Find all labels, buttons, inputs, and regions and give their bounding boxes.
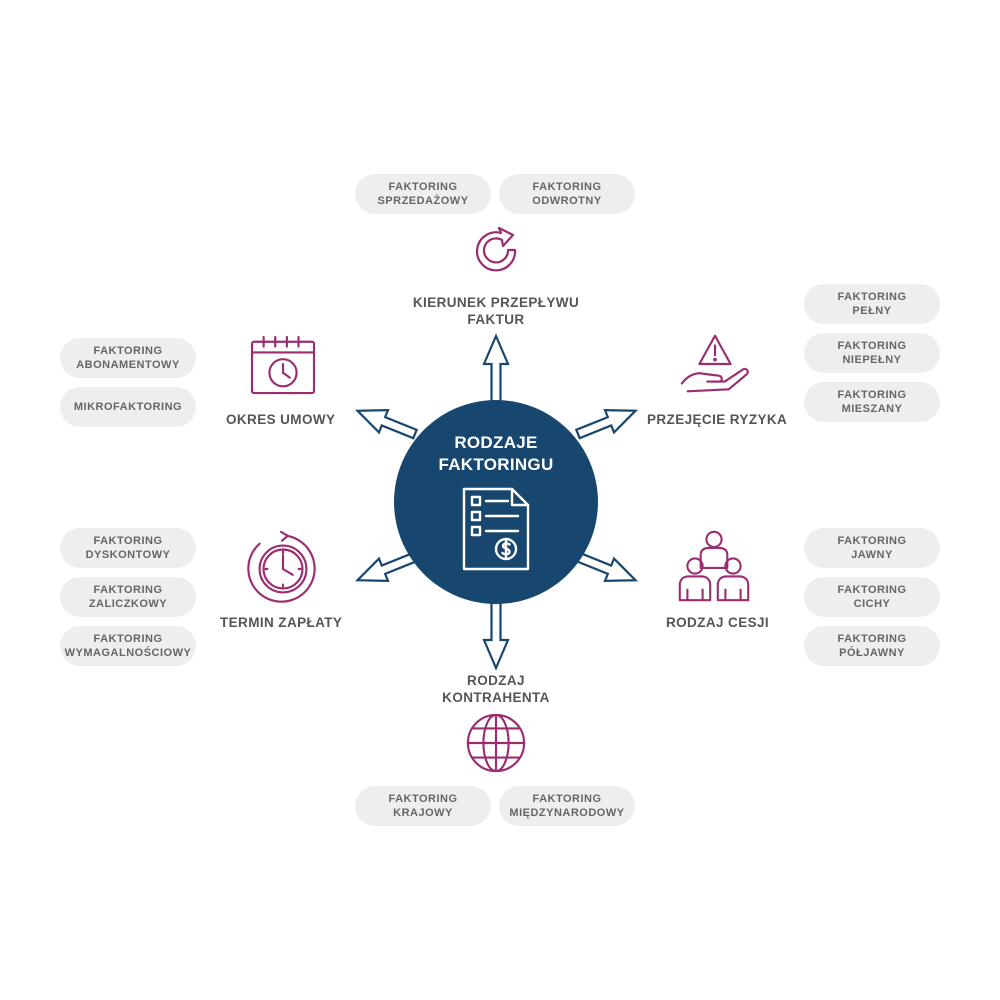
option-line2: NIEPEŁNY [842,354,902,366]
center-title: RODZAJE FAKTORINGU [394,432,598,476]
option-line1: FAKTORING [837,535,907,547]
arrow-down [482,600,510,671]
option-line1: FAKTORING [837,291,907,303]
option-line1: FAKTORING [532,793,602,805]
option-faktoring-odwrotny[interactable]: FAKTORING ODWROTNY [499,174,635,214]
label-line1: TERMIN ZAPŁATY [220,615,343,630]
option-faktoring-zaliczkowy[interactable]: FAKTORING ZALICZKOWY [60,577,196,617]
people-group-icon [678,530,750,602]
center-title-line1: RODZAJE [454,433,538,452]
option-line2: WYMAGALNOŚCIOWY [64,647,192,659]
option-line2: CICHY [853,598,891,610]
label-line1: RODZAJ [467,673,525,688]
arrow-up [482,333,510,404]
option-line2: KRAJOWY [393,807,453,819]
option-line1: FAKTORING [532,181,602,193]
option-faktoring-poljawny[interactable]: FAKTORING PÓŁJAWNY [804,626,940,666]
category-label-kierunek: KIERUNEK PRZEPŁYWU FAKTUR [396,294,596,328]
option-faktoring-pelny[interactable]: FAKTORING PEŁNY [804,284,940,324]
label-line2: FAKTUR [467,312,525,327]
category-label-ryzyko: PRZEJĘCIE RYZYKA [647,411,787,428]
option-line1: FAKTORING [93,584,163,596]
option-line2: MIĘDZYNARODOWY [509,807,625,819]
label-line2: KONTRAHENTA [442,690,550,705]
category-label-okres: OKRES UMOWY [226,411,335,428]
option-faktoring-abonamentowy[interactable]: FAKTORING ABONAMENTOWY [60,338,196,378]
option-line2: JAWNY [851,549,893,561]
option-line2: SPRZEDAŻOWY [377,195,469,207]
option-line2: PEŁNY [852,305,892,317]
option-line1: FAKTORING [837,584,907,596]
clock-arrow-icon [247,530,316,603]
option-line1: FAKTORING [837,633,907,645]
option-line1: FAKTORING [388,181,458,193]
option-line1: FAKTORING [837,340,907,352]
calendar-clock-icon [250,335,316,395]
center-title-line2: FAKTORINGU [438,455,554,474]
label-line1: OKRES UMOWY [226,412,336,427]
option-line2: MIESZANY [841,403,903,415]
category-label-cesja: RODZAJ CESJI [666,614,769,631]
option-line1: FAKTORING [93,633,163,645]
option-faktoring-wymagalnosciowy[interactable]: FAKTORING WYMAGALNOŚCIOWY [60,626,196,666]
option-faktoring-mieszany[interactable]: FAKTORING MIESZANY [804,382,940,422]
label-line1: PRZEJĘCIE RYZYKA [647,412,788,427]
label-line1: KIERUNEK PRZEPŁYWU [412,295,580,310]
document-list-dollar-icon [462,487,530,571]
category-label-termin: TERMIN ZAPŁATY [220,614,342,631]
option-faktoring-dyskontowy[interactable]: FAKTORING DYSKONTOWY [60,528,196,568]
option-faktoring-jawny[interactable]: FAKTORING JAWNY [804,528,940,568]
option-line1: MIKROFAKTORING [73,401,183,413]
label-line1: RODZAJ CESJI [666,615,770,630]
option-faktoring-krajowy[interactable]: FAKTORING KRAJOWY [355,786,491,826]
option-line2: ABONAMENTOWY [76,359,180,371]
option-faktoring-niepelny[interactable]: FAKTORING NIEPEŁNY [804,333,940,373]
option-line1: FAKTORING [837,389,907,401]
category-label-kontrahent: RODZAJ KONTRAHENTA [396,672,596,706]
option-line1: FAKTORING [388,793,458,805]
option-faktoring-miedzynarodowy[interactable]: FAKTORING MIĘDZYNARODOWY [499,786,635,826]
option-line2: PÓŁJAWNY [839,647,905,659]
option-mikrofaktoring[interactable]: MIKROFAKTORING [60,387,196,427]
option-line1: FAKTORING [93,535,163,547]
option-line2: ZALICZKOWY [88,598,168,610]
option-line2: ODWROTNY [532,195,602,207]
option-line2: DYSKONTOWY [85,549,171,561]
option-line1: FAKTORING [93,345,163,357]
globe-icon [466,713,526,773]
option-faktoring-cichy[interactable]: FAKTORING CICHY [804,577,940,617]
circular-arrow-icon [475,226,517,272]
option-faktoring-sprzedazowy[interactable]: FAKTORING SPRZEDAŻOWY [355,174,491,214]
hand-warning-icon [680,334,749,393]
